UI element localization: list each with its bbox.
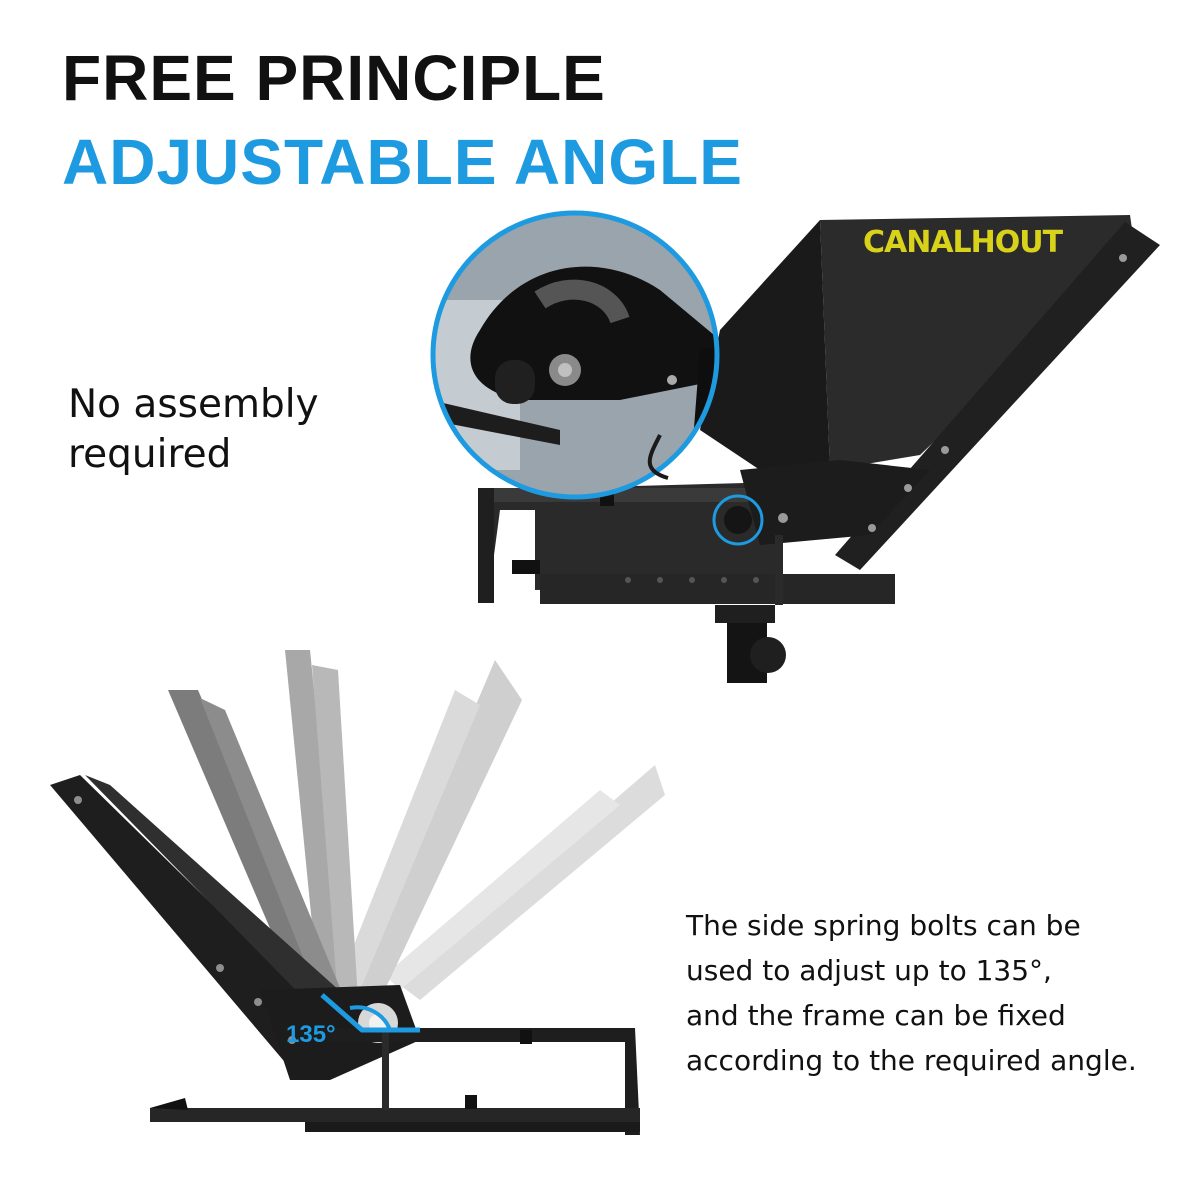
side-frame-arm: [740, 222, 1160, 570]
hood: [700, 215, 1135, 470]
base-bracket-bottom: [150, 1028, 640, 1135]
mount-pole: [715, 535, 786, 683]
caption-spring-bolts: The side spring bolts can be used to adj…: [686, 909, 1137, 1077]
frame-ghost-positions: [168, 650, 665, 1010]
headline-free-principle: FREE PRINCIPLE: [62, 42, 606, 114]
angle-indicator: 135°: [286, 993, 420, 1048]
frame-current-position: [50, 775, 420, 1080]
angle-label: 135°: [286, 1021, 336, 1048]
teleprompter-product-illustration: CANALHOUT: [430, 210, 1160, 683]
caption-no-assembly: No assembly required: [68, 382, 319, 477]
spring-bolt-highlight: [712, 494, 764, 546]
brand-logo: CANALHOUT: [863, 225, 1064, 260]
headline-adjustable-angle: ADJUSTABLE ANGLE: [62, 126, 743, 198]
